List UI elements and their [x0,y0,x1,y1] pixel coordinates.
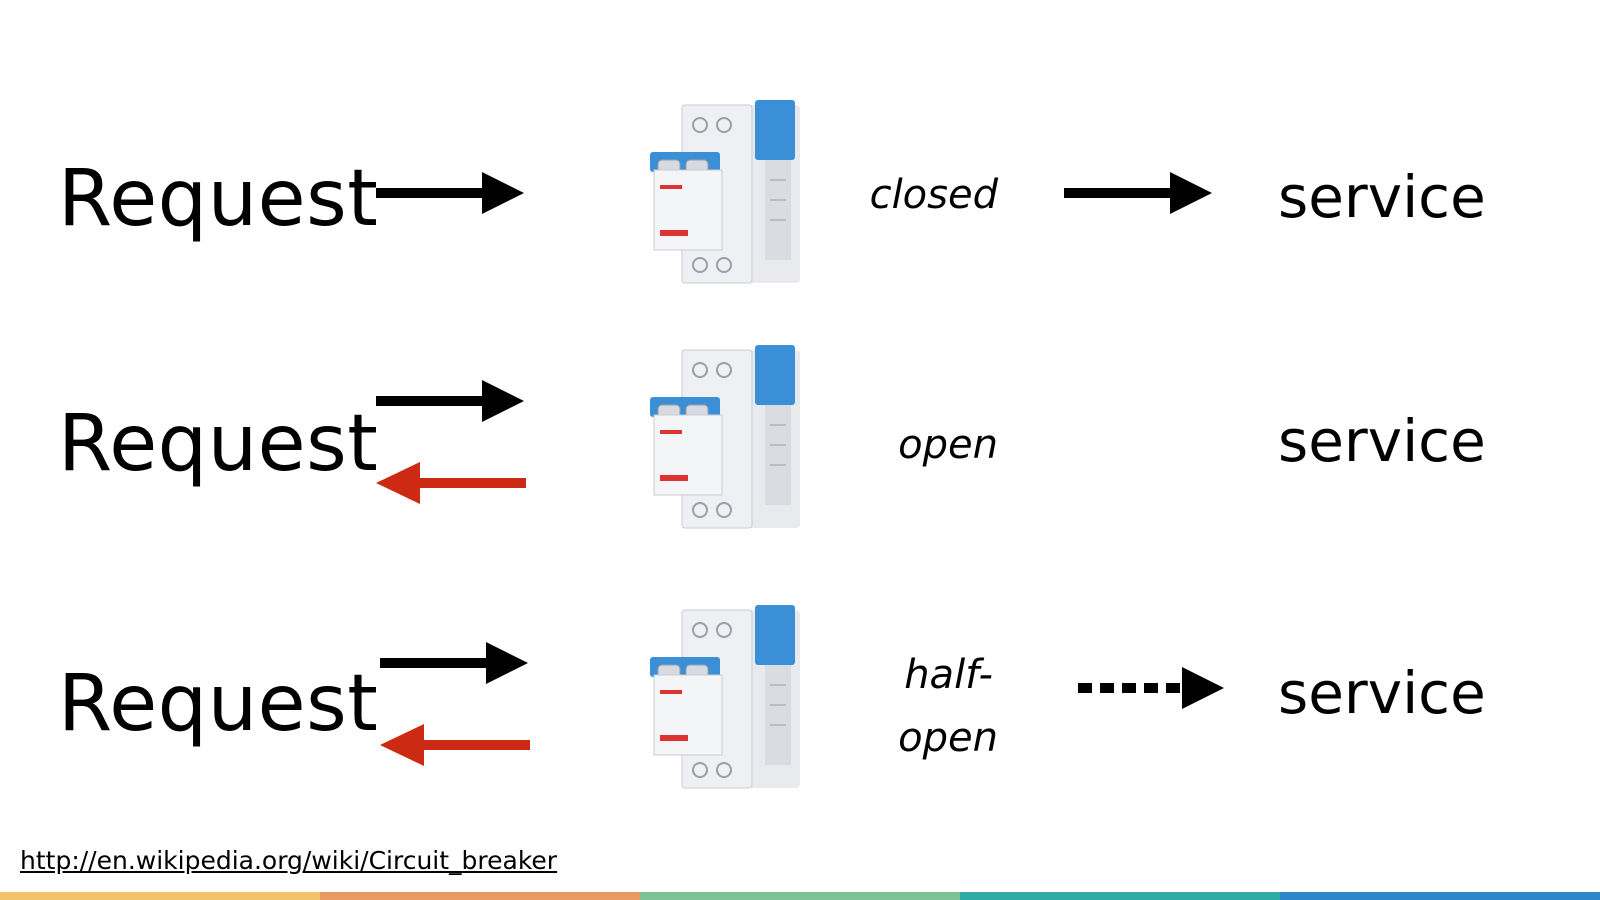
forward-arrow-icon [380,642,528,684]
footer-segment [1280,892,1600,900]
footer-segment [0,892,320,900]
dashed-forward-arrow-icon [1078,667,1224,709]
state-label-half: half- [904,652,993,698]
forward-arrow-icon [376,172,524,214]
service-label-half-open: service [1278,659,1486,727]
footer-segment [320,892,640,900]
state-label-open: open [898,422,998,468]
state-label-open-second-line: open [898,715,998,761]
forward-arrow-icon [376,380,524,422]
forward-arrow-icon [1064,172,1212,214]
back-arrow-icon [376,462,526,504]
service-label-closed: service [1278,163,1486,231]
source-link[interactable]: http://en.wikipedia.org/wiki/Circuit_bre… [20,846,558,875]
request-label-closed: Request [58,154,379,244]
footer-segment [640,892,960,900]
circuit-breaker-half-open-icon [650,605,800,789]
circuit-breaker-closed-icon [650,100,800,284]
back-arrow-icon [380,724,530,766]
circuit-breaker-open-icon [650,345,800,529]
request-label-open: Request [58,399,379,489]
state-label-closed: closed [869,172,998,218]
footer-color-bar [0,892,1600,900]
service-label-open: service [1278,407,1486,475]
request-label-half-open: Request [58,659,379,749]
footer-segment [960,892,1280,900]
